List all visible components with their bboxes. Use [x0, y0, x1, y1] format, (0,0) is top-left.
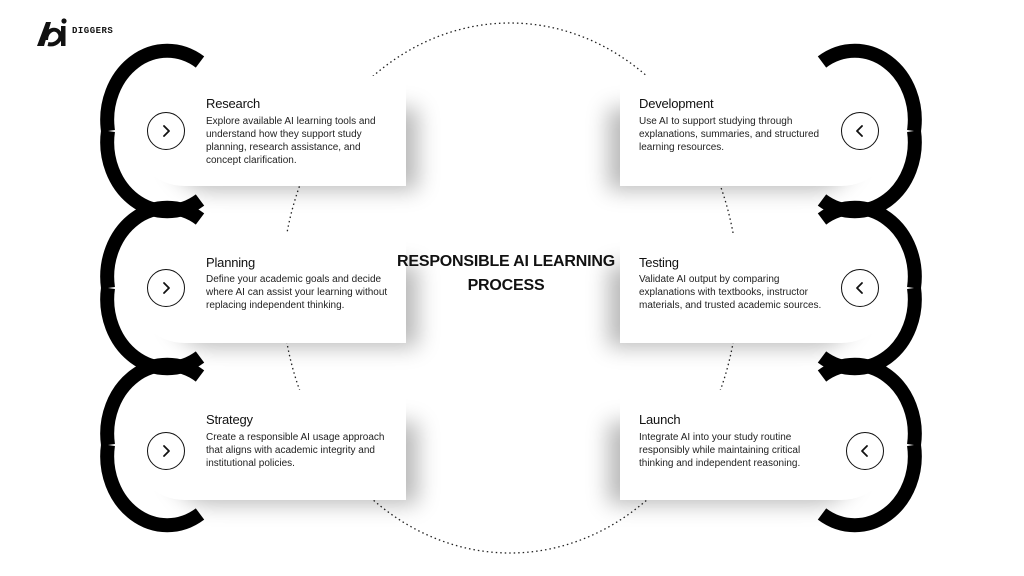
arc-left-2	[100, 200, 205, 289]
step-card-testing[interactable]: Testing Validate AI output by comparing …	[620, 233, 896, 343]
step-title: Launch	[639, 412, 681, 427]
arc-right-1	[817, 43, 922, 132]
arc-right-3b	[817, 444, 922, 533]
step-title: Testing	[639, 255, 679, 270]
step-title: Planning	[206, 255, 255, 270]
step-card-planning[interactable]: Planning Define your academic goals and …	[130, 233, 406, 343]
chevron-right-icon[interactable]	[147, 112, 185, 150]
chevron-left-icon[interactable]	[846, 432, 884, 470]
chevron-right-icon[interactable]	[147, 269, 185, 307]
step-card-launch[interactable]: Launch Integrate AI into your study rout…	[620, 390, 896, 500]
step-card-development[interactable]: Development Use AI to support studying t…	[620, 76, 896, 186]
arc-right-3	[817, 357, 922, 446]
step-description: Integrate AI into your study routine res…	[639, 432, 801, 469]
brand-logo[interactable]: DIGGERS	[34, 16, 113, 52]
chevron-left-icon[interactable]	[841, 269, 879, 307]
logo-text: DIGGERS	[72, 26, 114, 36]
step-description: Define your academic goals and decide wh…	[206, 274, 388, 311]
arc-left-3	[100, 357, 205, 446]
step-title: Development	[639, 96, 714, 111]
step-description: Validate AI output by comparing explanat…	[639, 274, 822, 311]
arc-left-3b	[100, 444, 205, 533]
step-description: Create a responsible AI usage approach t…	[206, 432, 385, 469]
step-description: Explore available AI learning tools and …	[206, 116, 376, 166]
chevron-right-icon[interactable]	[147, 432, 185, 470]
step-title: Research	[206, 96, 261, 111]
step-title: Strategy	[206, 412, 253, 427]
step-card-strategy[interactable]: Strategy Create a responsible AI usage a…	[130, 390, 406, 500]
step-card-research[interactable]: Research Explore available AI learning t…	[130, 76, 406, 186]
center-title: RESPONSIBLE AI LEARNING PROCESS	[397, 253, 615, 294]
chevron-left-icon[interactable]	[841, 112, 879, 150]
ai-diggers-logo-icon	[37, 18, 67, 47]
step-description: Use AI to support studying through expla…	[639, 116, 820, 153]
arc-right-2	[817, 200, 922, 289]
arc-left-1	[100, 43, 205, 132]
